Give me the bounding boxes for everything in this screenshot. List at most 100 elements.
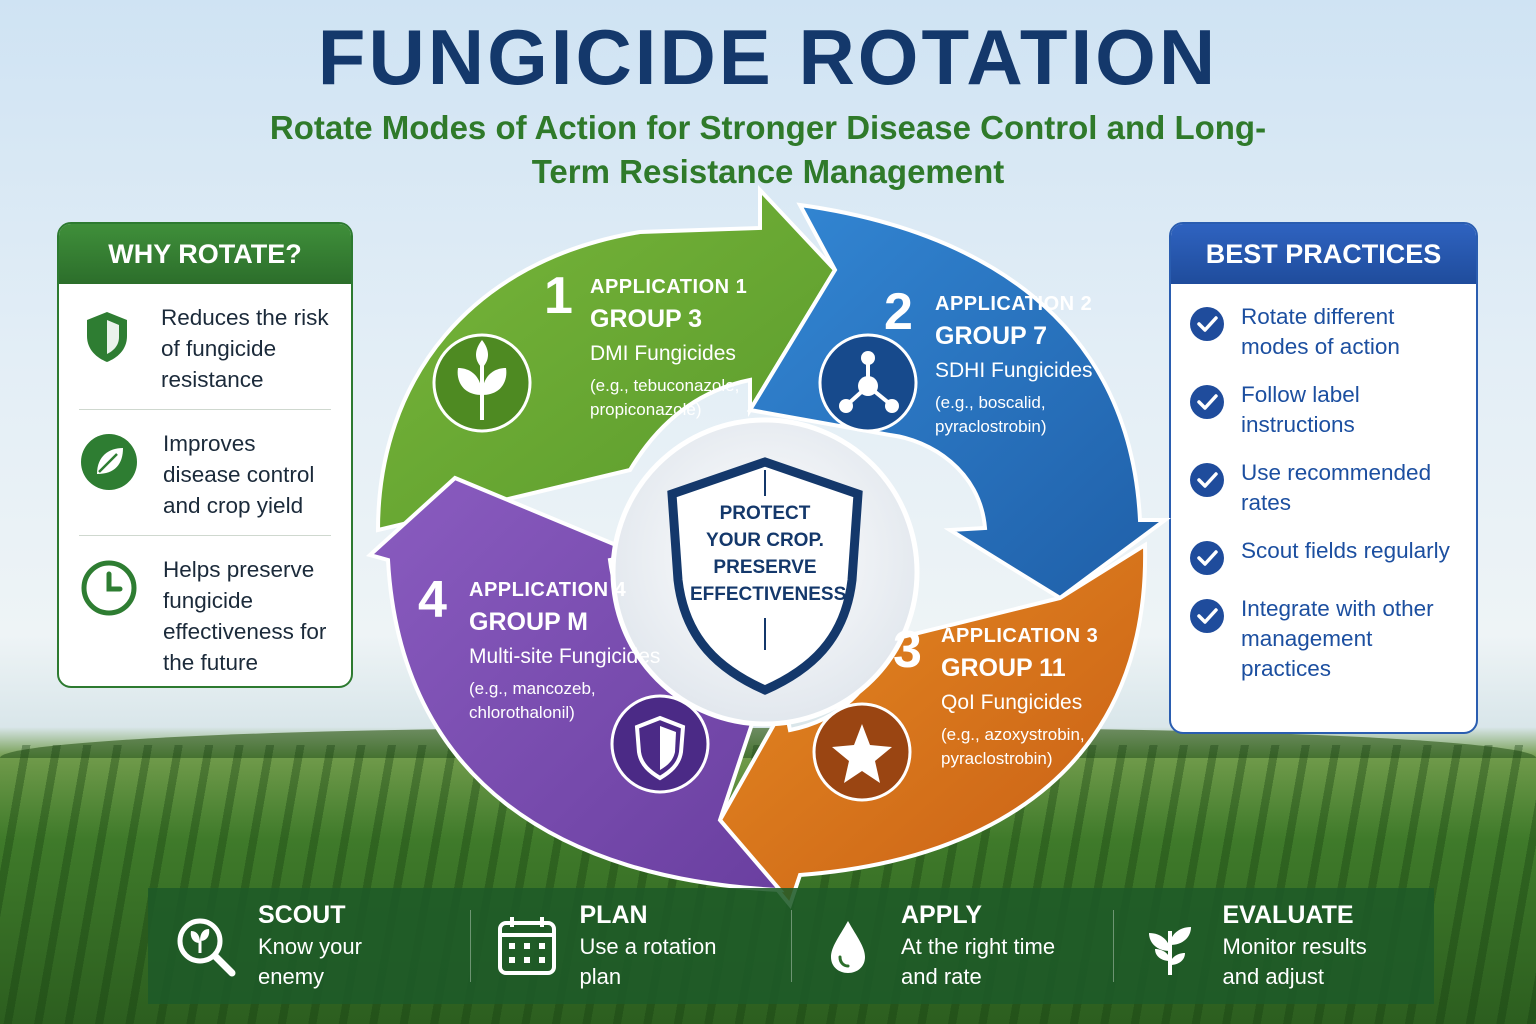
step-desc-line: At the right time xyxy=(901,933,1056,959)
step-title: SCOUT xyxy=(258,900,346,929)
shield-icon xyxy=(610,694,710,794)
application-2-example-line: (e.g., boscalid, xyxy=(935,393,1046,412)
center-line: PROTECT xyxy=(719,503,811,524)
best-practice-text: Rotate different modes of action xyxy=(1241,304,1400,359)
step-desc-line: Know your xyxy=(258,933,362,959)
best-practice-item: Rotate different modes of action xyxy=(1171,302,1476,362)
why-item-text: Reduces the risk of fungicide resistance xyxy=(161,305,329,392)
magnifier-sprout-icon xyxy=(177,918,236,977)
application-4-group: GROUP M xyxy=(469,608,588,636)
application-1-example-line: (e.g., tebuconazole, xyxy=(590,376,740,395)
molecule-icon xyxy=(818,333,918,433)
center-line: PRESERVE xyxy=(713,557,817,578)
application-3-example: (e.g., azoxystrobin, pyraclostrobin) xyxy=(941,723,1098,771)
application-1-number: 1 xyxy=(544,267,573,325)
center-message: PROTECT YOUR CROP. PRESERVE EFFECTIVENES… xyxy=(690,500,852,608)
application-4-text: APPLICATION 4 GROUP M Multi-site Fungici… xyxy=(469,579,660,725)
center-line: EFFECTIVENESS. xyxy=(690,584,852,605)
application-4-example: (e.g., mancozeb, chlorothalonil) xyxy=(469,677,660,725)
application-2-example: (e.g., boscalid, pyraclostrobin) xyxy=(935,391,1093,439)
application-2-example-line: pyraclostrobin) xyxy=(935,417,1047,436)
why-item-text: Improves disease control and crop yield xyxy=(163,431,315,518)
application-2-label: APPLICATION 2 xyxy=(935,293,1093,315)
application-4-number: 4 xyxy=(418,571,447,629)
application-1-label: APPLICATION 1 xyxy=(590,276,748,298)
best-practices-heading: BEST PRACTICES xyxy=(1171,224,1476,284)
application-2-number: 2 xyxy=(884,283,913,341)
application-2-name: SDHI Fungicides xyxy=(935,359,1093,382)
why-item-text: Helps preserve fungicide effectiveness f… xyxy=(163,557,327,675)
application-4-example-line: (e.g., mancozeb, xyxy=(469,679,596,698)
shield-icon xyxy=(87,312,127,362)
calendar-icon xyxy=(497,917,556,975)
step-title: PLAN xyxy=(579,900,648,929)
step-plan-text: PLAN Use a rotation plan xyxy=(580,901,717,992)
application-3-number: 3 xyxy=(893,621,922,679)
best-practice-item: Follow label instructions xyxy=(1171,380,1476,440)
segment-application-1 xyxy=(375,184,838,533)
application-3-label: APPLICATION 3 xyxy=(941,625,1099,647)
application-3-text: APPLICATION 3 GROUP 11 QoI Fungicides (e… xyxy=(941,625,1098,771)
step-desc-line: and rate xyxy=(901,963,982,989)
check-circle-icon xyxy=(1190,541,1224,575)
check-circle-icon xyxy=(1190,307,1224,341)
step-desc: Use a rotation plan xyxy=(580,932,717,992)
best-practice-text: Integrate with other management practice… xyxy=(1241,596,1434,681)
step-desc: At the right time and rate xyxy=(901,932,1055,992)
step-apply-text: APPLY At the right time and rate xyxy=(901,901,1055,992)
step-desc-line: plan xyxy=(579,963,622,989)
best-practice-item: Scout fields regularly xyxy=(1171,536,1476,576)
best-practice-text: Scout fields regularly xyxy=(1241,538,1450,563)
step-scout: SCOUT Know your enemy xyxy=(148,888,470,1004)
leaf-icon xyxy=(432,333,532,433)
application-4-example-line: chlorothalonil) xyxy=(469,703,575,722)
why-rotate-panel: WHY ROTATE? Reduces the risk of fungicid… xyxy=(57,222,353,688)
application-3-group: GROUP 11 xyxy=(941,654,1066,682)
application-3-name: QoI Fungicides xyxy=(941,691,1083,714)
step-desc-line: and adjust xyxy=(1222,963,1325,989)
application-1-name: DMI Fungicides xyxy=(590,342,736,365)
application-4-name: Multi-site Fungicides xyxy=(469,645,661,668)
best-practices-panel: BEST PRACTICES Rotate different modes of… xyxy=(1169,222,1478,734)
steps-bar: SCOUT Know your enemy PLAN Use a rotation… xyxy=(148,888,1434,1004)
why-rotate-heading: WHY ROTATE? xyxy=(59,224,351,284)
step-desc-line: enemy xyxy=(258,963,325,989)
check-circle-icon xyxy=(1190,385,1224,419)
best-practice-item: Use recommended rates xyxy=(1171,458,1476,518)
best-practice-text: Use recommended rates xyxy=(1241,460,1432,515)
application-1-example-line: propiconazole) xyxy=(590,400,702,419)
step-desc-line: Use a rotation xyxy=(579,933,717,959)
clock-icon xyxy=(81,560,137,616)
star-icon xyxy=(812,702,912,802)
application-2-group: GROUP 7 xyxy=(935,322,1048,350)
check-circle-icon xyxy=(1190,463,1224,497)
step-title: APPLY xyxy=(901,900,983,929)
page-subtitle: Rotate Modes of Action for Stronger Dise… xyxy=(269,109,1267,190)
check-circle-icon xyxy=(1190,599,1224,633)
center-line: YOUR CROP. xyxy=(706,530,824,551)
segment-application-2 xyxy=(746,202,1172,601)
page-title: FUNGICIDE ROTATION xyxy=(317,13,1219,101)
step-desc: Know your enemy xyxy=(258,932,362,992)
application-1-text: APPLICATION 1 GROUP 3 DMI Fungicides (e.… xyxy=(590,276,747,422)
application-4-label: APPLICATION 4 xyxy=(469,579,627,601)
step-scout-text: SCOUT Know your enemy xyxy=(258,901,362,992)
application-1-group: GROUP 3 xyxy=(590,305,703,333)
step-title: EVALUATE xyxy=(1222,900,1354,929)
application-1-example: (e.g., tebuconazole, propiconazole) xyxy=(590,374,747,422)
step-apply: APPLY At the right time and rate xyxy=(791,888,1113,1004)
leaf-icon xyxy=(81,434,137,490)
application-3-example-line: pyraclostrobin) xyxy=(941,749,1053,768)
best-practice-text: Follow label instructions xyxy=(1241,382,1360,437)
step-plan: PLAN Use a rotation plan xyxy=(469,888,792,1004)
why-item: Improves disease control and crop yield xyxy=(79,409,331,535)
why-item: Helps preserve fungicide effectiveness f… xyxy=(79,535,331,686)
droplet-icon xyxy=(831,921,865,973)
why-item: Reduces the risk of fungicide resistance xyxy=(59,284,351,409)
application-3-example-line: (e.g., azoxystrobin, xyxy=(941,725,1085,744)
center-shield-icon xyxy=(667,457,863,695)
